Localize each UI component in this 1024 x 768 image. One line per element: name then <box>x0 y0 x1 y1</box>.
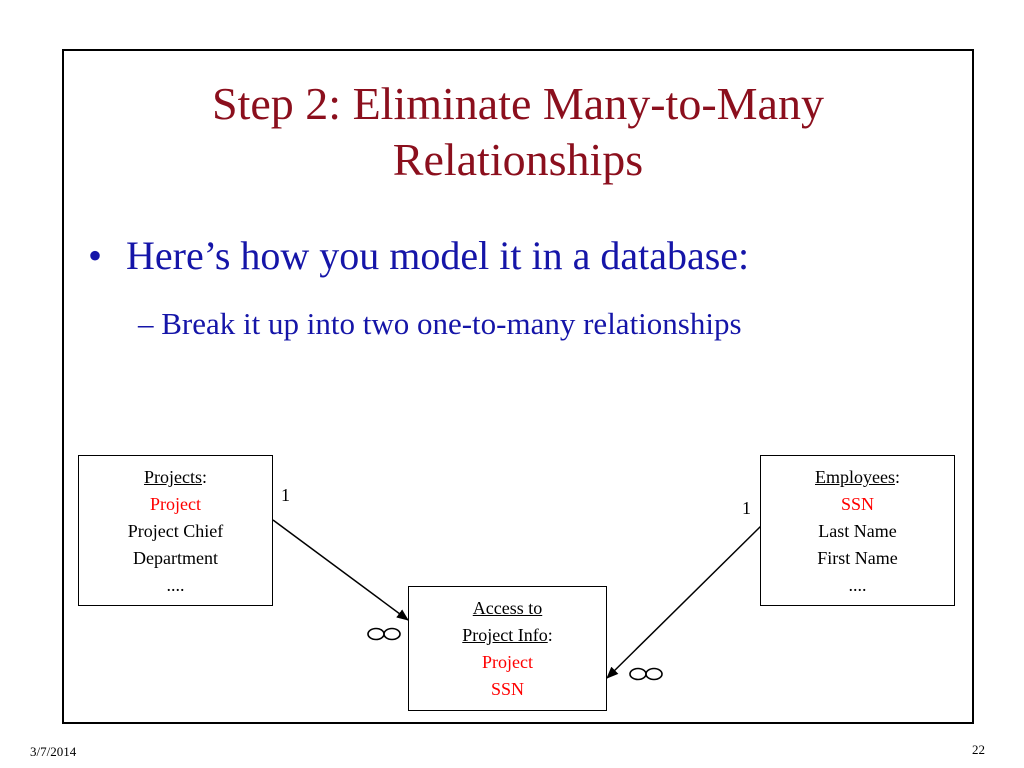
colon: : <box>547 625 553 645</box>
access-entity-box: Access to Project Info: Project SSN <box>408 586 607 711</box>
slide-date: 3/7/2014 <box>30 744 77 759</box>
projects-entity-header: Projects: <box>79 464 272 491</box>
access-entity-name-line1: Access to <box>409 595 606 622</box>
employees-field: First Name <box>817 548 898 568</box>
title-line-2: Relationships <box>392 134 644 185</box>
employees-to-access-arrow <box>606 525 762 679</box>
colon: : <box>894 467 900 487</box>
projects-key-field: Project <box>150 494 201 514</box>
employees-field: Last Name <box>818 521 897 541</box>
infinity-icon <box>629 667 663 681</box>
access-entity-name-line2: Project Info: <box>409 622 606 649</box>
title-line-1: Step 2: Eliminate Many-to-Many <box>212 78 824 129</box>
projects-entity-box: Projects: Project Project Chief Departme… <box>78 455 273 606</box>
access-key-field: SSN <box>490 679 525 699</box>
projects-field: Project Chief <box>127 521 224 541</box>
employees-entity-header: Employees: <box>761 464 954 491</box>
slide-frame <box>62 49 974 724</box>
employees-entity-name: Employees <box>815 467 895 487</box>
projects-field: Department <box>133 548 218 568</box>
slide-page-number: 22 <box>972 742 985 757</box>
employees-field: .... <box>848 575 867 595</box>
bullet-item: • Here’s how you model it in a database: <box>88 232 749 280</box>
bullet-dot-icon: • <box>88 233 103 278</box>
employees-cardinality-label: 1 <box>742 498 751 518</box>
sub-bullet-text: – Break it up into two one-to-many relat… <box>138 306 742 341</box>
employees-key-field: SSN <box>840 494 875 514</box>
colon: : <box>201 467 207 487</box>
projects-field: .... <box>166 575 185 595</box>
projects-to-access-arrow <box>272 519 409 621</box>
access-name-part: Access to <box>472 598 543 618</box>
projects-cardinality-label: 1 <box>281 485 290 505</box>
access-key-field: Project <box>482 652 533 672</box>
employees-entity-box: Employees: SSN Last Name First Name .... <box>760 455 955 606</box>
access-name-part: Project Info <box>462 625 548 645</box>
projects-entity-name: Projects <box>143 467 202 487</box>
infinity-icon <box>367 627 401 641</box>
bullet-text: Here’s how you model it in a database: <box>126 233 750 278</box>
slide-title: Step 2: Eliminate Many-to-Many Relations… <box>62 76 974 188</box>
